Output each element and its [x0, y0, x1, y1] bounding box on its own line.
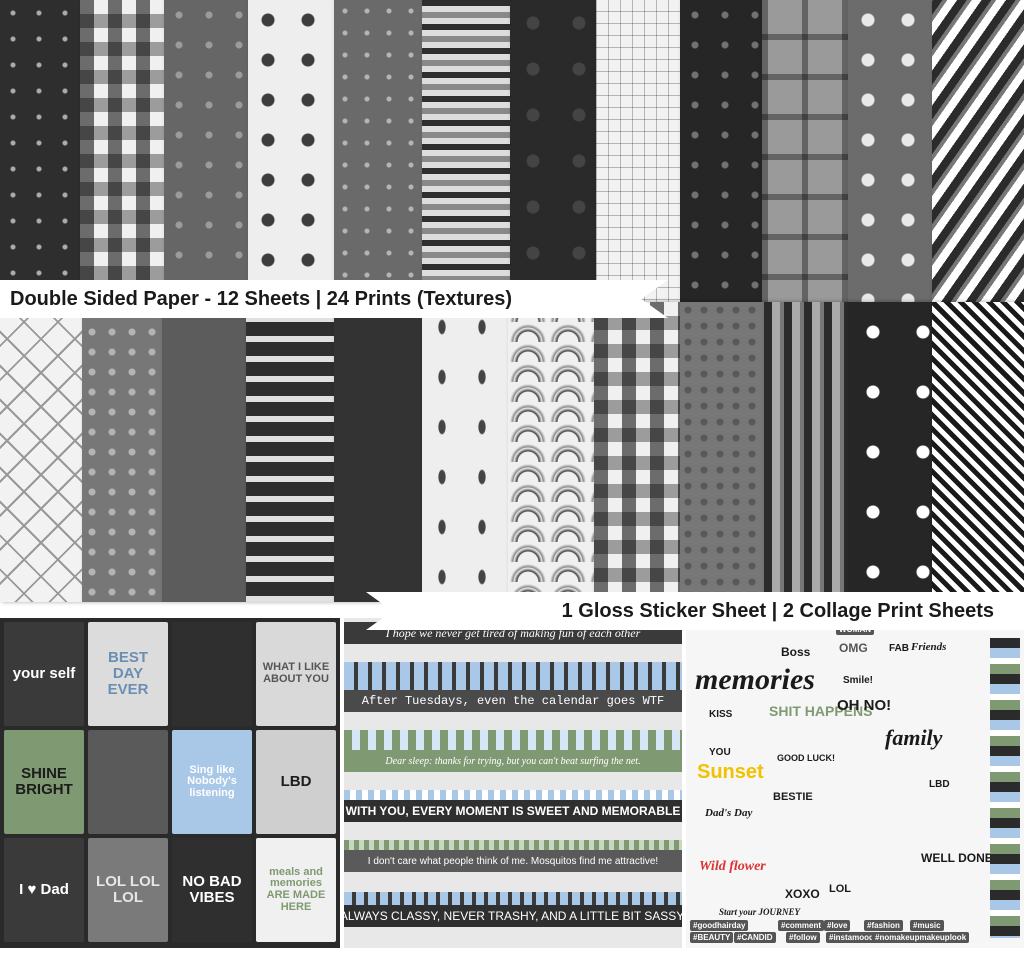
sticker-card-text [124, 778, 132, 786]
paper-scallops [508, 302, 594, 602]
sticker-card-text: NO BAD VIBES [182, 873, 242, 906]
collage-word: LOL [829, 883, 851, 895]
collage-word: Sunset [697, 761, 764, 783]
sticker-card-text [208, 670, 216, 678]
collage-word: #BEAUTY [690, 932, 734, 943]
quote-text: After Tuesdays, even the calendar goes W… [361, 694, 665, 708]
top-paper-row [0, 0, 1024, 302]
bottom-paper-row [0, 302, 1024, 602]
paper-grid-white [596, 0, 680, 302]
sticker-card-text: LBD [280, 773, 312, 791]
paper-memphis-dark [0, 0, 80, 302]
paper-lattice-white [0, 302, 82, 602]
collage-word: OH NO! [837, 697, 892, 714]
quote-strip: I don't care what people think of me. Mo… [344, 850, 682, 872]
collage-word: #goodhairday [690, 920, 749, 931]
paper-solid-black [334, 302, 422, 602]
sticker-card: WHAT I LIKE ABOUT YOU [256, 622, 336, 726]
collage-word: Start your JOURNEY [719, 907, 801, 917]
collage-word: Dad's Day [705, 807, 753, 819]
sticker-count-text: 1 Gloss Sticker Sheet | 2 Collage Print … [561, 599, 994, 622]
paper-count-text: Double Sided Paper - 12 Sheets | 24 Prin… [10, 287, 513, 310]
collage-word: #instamood [826, 932, 877, 943]
paper-count-banner: Double Sided Paper - 12 Sheets | 24 Prin… [0, 280, 668, 318]
collage-word: #follow [786, 932, 820, 943]
quote-strip: Dear sleep: thanks for trying, but you c… [344, 750, 682, 772]
paper-houndstooth [932, 302, 1024, 602]
paper-buffalo-check [80, 0, 164, 302]
sticker-card-text: SHINE BRIGHT [15, 765, 73, 798]
collage-word: KISS [709, 709, 733, 720]
sticker-card: Sing like Nobody's listening [172, 730, 252, 834]
paper-squiggles [680, 302, 764, 602]
sticker-count-banner: 1 Gloss Sticker Sheet | 2 Collage Print … [366, 592, 1024, 630]
paper-roses-black [510, 0, 596, 302]
sticker-card: NO BAD VIBES [172, 838, 252, 942]
collage-word: #nomakeupmakeuplook [872, 932, 970, 943]
sticker-card: I ♥ Dad [4, 838, 84, 942]
sticker-card-text: Sing like Nobody's listening [187, 763, 237, 799]
collage-word: #CANDID [734, 932, 776, 943]
sticker-card-text: BEST DAY EVER [107, 649, 149, 698]
paper-hatched-dots [248, 0, 334, 302]
paper-diagonal-stripes [932, 0, 1024, 302]
quote-strip: After Tuesdays, even the calendar goes W… [344, 690, 682, 712]
quote-text: I don't care what people think of me. Mo… [367, 855, 659, 867]
collage-word: Wild flower [699, 859, 766, 874]
paper-buffalo-gray [594, 302, 680, 602]
quote-text: Dear sleep: thanks for trying, but you c… [385, 755, 641, 767]
quote-text: ALWAYS CLASSY, NEVER TRASHY, AND A LITTL… [344, 909, 682, 923]
collage-word: family [885, 725, 943, 750]
sticker-card: LOL LOL LOL [88, 838, 168, 942]
collage-word: SHIT HAPPENS [769, 703, 873, 719]
paper-arrows-black [246, 302, 334, 602]
collage-word: YOU [709, 747, 731, 758]
collage-word: memories [695, 663, 815, 696]
sticker-card: BEST DAY EVER [88, 622, 168, 726]
collage-word: BESTIE [773, 791, 813, 803]
quote-strip: WITH YOU, EVERY MOMENT IS SWEET AND MEMO… [344, 800, 682, 822]
collage-word: LBD [929, 779, 950, 790]
quote-text: WITH YOU, EVERY MOMENT IS SWEET AND MEMO… [345, 804, 681, 818]
chevron-strip [990, 638, 1020, 938]
collage-word: #comment [778, 920, 825, 931]
sticker-card: meals and memories ARE MADE HERE [256, 838, 336, 942]
collage-word: #music [910, 920, 944, 931]
sticker-card-text: I ♥ Dad [19, 881, 69, 899]
paper-leaves-white [422, 302, 508, 602]
sticker-card: your self [4, 622, 84, 726]
collage-word: #fashion [864, 920, 903, 931]
paper-hearts-gray [82, 302, 162, 602]
sticker-card-text: WHAT I LIKE ABOUT YOU [262, 661, 330, 685]
paper-triangles-black [680, 0, 762, 302]
sticker-card [172, 622, 252, 726]
collage-word: GOOD LUCK! [777, 753, 835, 763]
quote-strip: ALWAYS CLASSY, NEVER TRASHY, AND A LITTL… [344, 905, 682, 927]
paper-flowers-black [848, 302, 932, 602]
sticker-card: LBD [256, 730, 336, 834]
collage-word: Smile! [843, 675, 874, 686]
sticker-card [88, 730, 168, 834]
paper-stripes-vertical [764, 302, 848, 602]
sticker-card-text: LOL LOL LOL [96, 873, 160, 906]
sticker-card-text: your self [12, 665, 76, 683]
sticker-sheet: your self BEST DAY EVER WHAT I LIKE ABOUT … [0, 618, 340, 948]
paper-confetti-gray [334, 0, 422, 302]
sticker-card-text: meals and memories ARE MADE HERE [266, 865, 326, 913]
paper-triangles-gray [164, 0, 248, 302]
collage-word: FAB [889, 643, 909, 654]
collage-word: XOXO [785, 887, 820, 901]
paper-dots-gray [848, 0, 932, 302]
collage-word: #love [824, 920, 851, 931]
paper-chevron [422, 0, 510, 302]
collage-word: Friends [911, 641, 947, 653]
collage-word: OMG [839, 641, 868, 655]
sticker-card: SHINE BRIGHT [4, 730, 84, 834]
collage-word: WELL DONE! [921, 851, 997, 865]
collage-word: Boss [781, 645, 811, 659]
paper-solid-gray [162, 302, 246, 602]
paper-plaid-gray [762, 0, 848, 302]
quote-strip-sheet: I hope we never get tired of making fun … [344, 618, 682, 948]
